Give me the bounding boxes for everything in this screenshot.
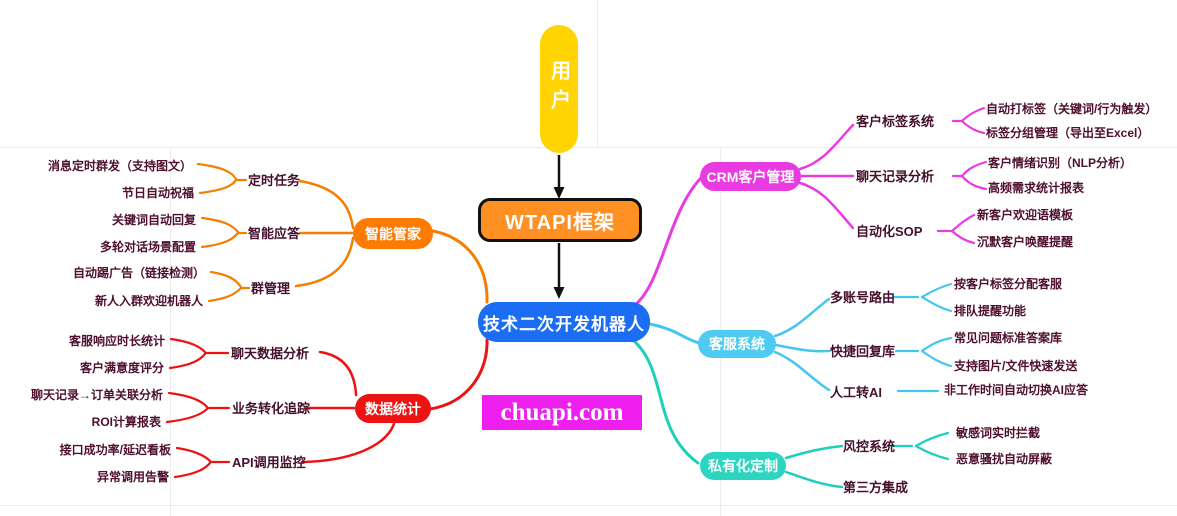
child-topic[interactable]: 业务转化追踪 (232, 401, 311, 416)
leaf-item[interactable]: 新客户欢迎语模板 (977, 208, 1074, 222)
child-topic[interactable]: 群管理 (251, 281, 291, 296)
child-topic[interactable]: API调用监控 (232, 455, 306, 470)
child-topic[interactable]: 定时任务 (248, 173, 301, 188)
child-topic[interactable]: 客户标签系统 (856, 114, 935, 129)
child-topic[interactable]: 自动化SOP (856, 224, 923, 239)
leaf-item[interactable]: 接口成功率/延迟看板 (59, 443, 171, 457)
node-framework[interactable]: WTAPI框架 (478, 198, 642, 242)
leaf-item[interactable]: 自动打标签（关键词/行为触发） (986, 102, 1158, 116)
node-user[interactable]: 用户 (540, 25, 578, 153)
branch-private-custom[interactable]: 私有化定制 (700, 452, 786, 480)
leaf-item[interactable]: 聊天记录→订单关联分析 (30, 388, 163, 402)
branch-crm[interactable]: CRM客户管理 (700, 162, 801, 191)
leaf-item[interactable]: 消息定时群发（支持图文） (47, 159, 192, 173)
leaf-item[interactable]: 支持图片/文件快速发送 (954, 359, 1078, 373)
branch-smart-butler[interactable]: 智能管家 (353, 218, 433, 249)
leaf-item[interactable]: 新人入群欢迎机器人 (94, 294, 203, 308)
leaf-item[interactable]: 客户满意度评分 (79, 361, 164, 375)
node-watermark[interactable]: chuapi.com (482, 395, 642, 430)
leaf-item[interactable]: 非工作时间自动切换AI应答 (944, 383, 1089, 397)
leaf-item[interactable]: 异常调用告警 (96, 470, 169, 484)
leaf-item[interactable]: 排队提醒功能 (954, 304, 1027, 318)
child-topic[interactable]: 聊天记录分析 (856, 169, 935, 184)
child-topic[interactable]: 风控系统 (843, 439, 896, 454)
branch-service[interactable]: 客服系统 (698, 330, 776, 358)
leaf-item[interactable]: 客户情绪识别（NLP分析） (988, 156, 1133, 170)
leaf-item[interactable]: 标签分组管理（导出至Excel） (986, 126, 1150, 140)
leaf-item[interactable]: 恶意骚扰自动屏蔽 (956, 452, 1053, 466)
leaf-item[interactable]: 高频需求统计报表 (988, 181, 1085, 195)
leaf-item[interactable]: 多轮对话场景配置 (99, 240, 196, 254)
leaf-item[interactable]: 常见问题标准答案库 (954, 331, 1063, 345)
child-topic[interactable]: 聊天数据分析 (231, 346, 310, 361)
leaf-item[interactable]: ROI计算报表 (91, 415, 161, 429)
leaf-item[interactable]: 关键词自动回复 (111, 213, 196, 227)
child-topic[interactable]: 智能应答 (248, 226, 301, 241)
leaf-item[interactable]: 沉默客户唤醒提醒 (977, 235, 1074, 249)
leaf-item[interactable]: 按客户标签分配客服 (954, 277, 1063, 291)
child-topic[interactable]: 快捷回复库 (830, 344, 896, 359)
branch-data-stats[interactable]: 数据统计 (355, 394, 431, 423)
child-topic[interactable]: 人工转AI (830, 385, 883, 400)
child-topic[interactable]: 第三方集成 (843, 480, 909, 495)
leaf-item[interactable]: 敏感词实时拦截 (956, 426, 1041, 440)
leaf-item[interactable]: 自动踢广告（链接检测） (72, 266, 205, 280)
leaf-item[interactable]: 客服响应时长统计 (68, 334, 165, 348)
child-topic[interactable]: 多账号路由 (830, 290, 896, 305)
node-root[interactable]: 技术二次开发机器人 (478, 302, 650, 342)
leaf-item[interactable]: 节日自动祝福 (121, 186, 194, 200)
